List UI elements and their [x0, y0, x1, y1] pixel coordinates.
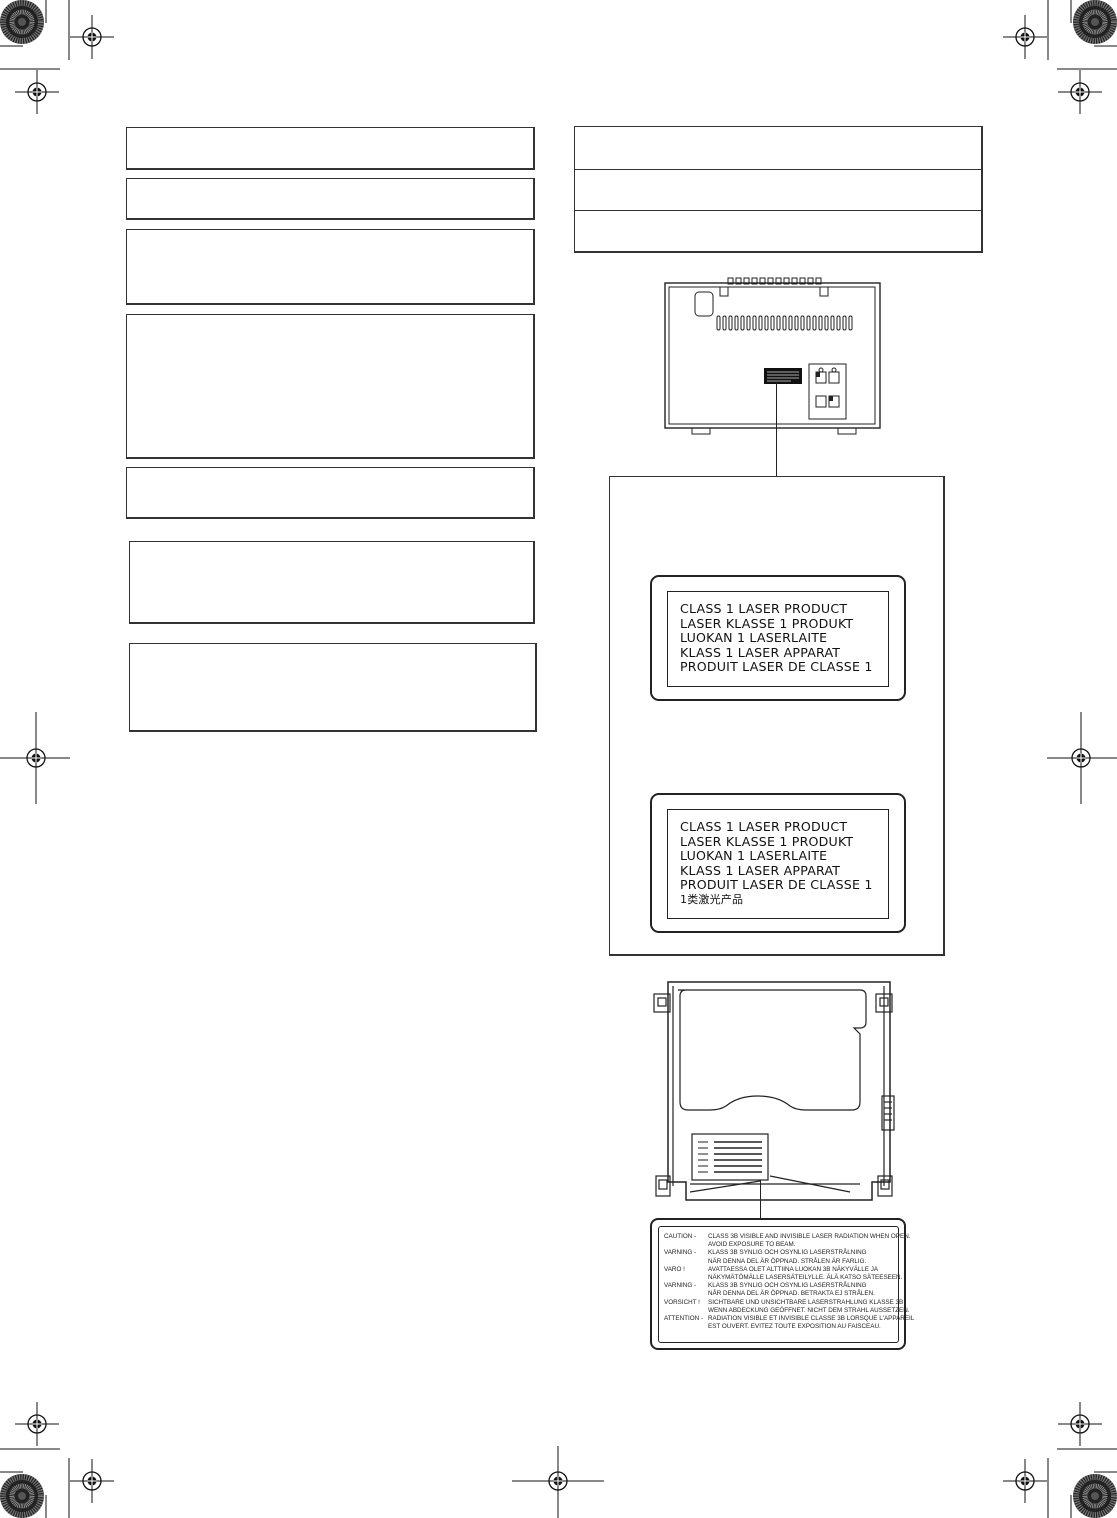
label-lower-line: CLASS 1 LASER PRODUCT	[680, 819, 848, 834]
caution-row: ATTENTION - RADIATION VISIBLE ET INVISIBL…	[664, 1315, 914, 1323]
caution-text: NÄR DENNA DEL ÄR ÖPPNAD. STRÅLEN ÄR FARL…	[708, 1257, 867, 1265]
registration-mark-bottom-left-b	[69, 1458, 115, 1504]
laser-label-callout-box: CLASS 1 LASER PRODUCT LASER KLASSE 1 PRO…	[609, 476, 945, 956]
laser-caution-label-text: CAUTION - CLASS 3B VISIBLE AND INVISIBLE …	[664, 1233, 914, 1331]
caution-row: VORSICHT ! SICHTBARE UND UNSICHTBARE LASE…	[664, 1299, 914, 1307]
color-wheel-mark-top-right	[1073, 0, 1117, 44]
label-upper-line: CLASS 1 LASER PRODUCT	[680, 601, 848, 616]
label-lower-line: LUOKAN 1 LASERLAITE	[680, 848, 828, 864]
caution-row: WENN ABDECKUNG GEÖFFNET. NICHT DEM STRAH…	[664, 1307, 914, 1315]
caution-word: VARO !	[664, 1265, 685, 1273]
caution-word	[664, 1258, 708, 1266]
right-table	[574, 126, 983, 253]
caution-text: NÄKYMÄTÖMÄLLE LASERSÄTEILYLLE. ÄLÄ KATSO…	[708, 1274, 903, 1282]
left-box-6	[129, 541, 535, 624]
registration-mark-bottom-left-a	[14, 1401, 60, 1447]
caution-text: WENN ABDECKUNG GEÖFFNET. NICHT DEM STRAH…	[708, 1306, 910, 1314]
caution-row: EST OUVERT. EVITEZ TOUTE EXPOSITION AU F…	[664, 1323, 914, 1331]
left-box-5	[126, 467, 535, 519]
left-box-2	[126, 178, 535, 220]
caution-word	[664, 1290, 708, 1298]
caution-row: NÄR DENNA DEL ÄR ÖPPNAD. STRÅLEN ÄR FARL…	[664, 1258, 914, 1266]
caution-text: EST OUVERT. EVITEZ TOUTE EXPOSITION AU F…	[708, 1323, 881, 1331]
registration-mark-bottom-right-b	[1002, 1458, 1048, 1504]
right-table-divider-1	[575, 169, 981, 170]
color-wheel-mark-bottom-left	[0, 1474, 44, 1518]
caution-word: VARNING -	[664, 1282, 697, 1290]
registration-mark-top-left-a	[69, 14, 115, 60]
caution-word	[664, 1323, 708, 1331]
laser-class-label-upper-text: CLASS 1 LASER PRODUCT LASER KLASSE 1 PRO…	[680, 601, 873, 675]
laser-class-label-upper: CLASS 1 LASER PRODUCT LASER KLASSE 1 PRO…	[650, 575, 906, 701]
registration-mark-bottom-center	[535, 1458, 581, 1504]
top-fins	[727, 277, 822, 285]
left-box-3	[126, 229, 535, 305]
caution-text: SICHTBARE UND UNSICHTBARE LASERSTRAHLUNG…	[708, 1298, 904, 1306]
label-upper-line: PRODUIT LASER DE CLASSE 1	[680, 659, 873, 675]
laser-class-label-lower: CLASS 1 LASER PRODUCT LASER KLASSE 1 PRO…	[650, 793, 906, 933]
laser-caution-label: CAUTION - CLASS 3B VISIBLE AND INVISIBLE …	[650, 1218, 914, 1350]
registration-mark-top-right-b	[1057, 69, 1103, 115]
caution-text: RADIATION VISIBLE ET INVISIBLE CLASSE 3B…	[708, 1315, 915, 1323]
registration-mark-middle-right	[1058, 735, 1104, 781]
caution-word	[664, 1241, 708, 1249]
label-lower-line: 1类激光产品	[680, 892, 744, 906]
caution-row: NÄKYMÄTÖMÄLLE LASERSÄTEILYLLE. ÄLÄ KATSO…	[664, 1274, 914, 1282]
label-lower-line: LASER KLASSE 1 PRODUKT	[680, 833, 854, 849]
caution-word: VORSICHT !	[664, 1298, 700, 1306]
color-wheel-mark-top-left	[0, 0, 44, 44]
caution-row: NÅR DENNA DEL ÄR ÖPPNAD. BETRAKTA EJ STR…	[664, 1290, 914, 1298]
caution-word	[664, 1307, 708, 1315]
registration-mark-middle-left	[13, 735, 59, 781]
laser-caution-label-frame	[658, 1226, 899, 1343]
label-lower-line: KLASS 1 LASER APPARAT	[680, 862, 841, 878]
label-upper-line: LASER KLASSE 1 PRODUKT	[680, 615, 854, 631]
label-upper-line: KLASS 1 LASER APPARAT	[680, 644, 841, 660]
left-box-4	[126, 314, 535, 459]
caution-row: VARO ! AVATTAESSA OLET ALTTIINA LUOKAN 3B…	[664, 1266, 914, 1274]
internal-label-leader-line	[760, 1180, 761, 1222]
color-wheel-mark-bottom-right	[1073, 1474, 1117, 1518]
caution-text: CLASS 3B VISIBLE AND INVISIBLE LASER RAD…	[708, 1233, 911, 1240]
caution-word: VARNING -	[664, 1249, 697, 1257]
laser-class-label-upper-frame: CLASS 1 LASER PRODUCT LASER KLASSE 1 PRO…	[667, 591, 889, 687]
laser-class-label-lower-text: CLASS 1 LASER PRODUCT LASER KLASSE 1 PRO…	[680, 819, 873, 908]
left-box-7	[129, 643, 537, 732]
caution-word: CAUTION -	[664, 1233, 697, 1240]
caution-row: VARNING - KLASS 3B SYNLIG OCH OSYNLIG LAS…	[664, 1282, 914, 1290]
caution-row: AVOID EXPOSURE TO BEAM.	[664, 1241, 914, 1249]
caution-text: NÅR DENNA DEL ÄR ÖPPNAD. BETRAKTA EJ STR…	[708, 1290, 875, 1298]
caution-text: KLASS 3B SYNLIG OCH OSYNLIG LASERSTRÅLNI…	[708, 1282, 867, 1290]
registration-mark-top-left-b	[14, 69, 60, 115]
registration-mark-bottom-right-a	[1057, 1401, 1103, 1447]
caution-word: ATTENTION -	[664, 1315, 704, 1323]
right-table-divider-2	[575, 210, 981, 211]
unit-rear-panel-illustration	[664, 277, 881, 435]
internal-mechanism-illustration	[653, 981, 895, 1201]
caution-text: AVATTAESSA OLET ALTTIINA LUOKAN 3B NÄKYV…	[708, 1265, 879, 1273]
caution-row: CAUTION - CLASS 3B VISIBLE AND INVISIBLE …	[664, 1233, 914, 1241]
caution-row: VARNING - KLASS 3B SYNLIG OCH OSYNLIG LAS…	[664, 1249, 914, 1257]
caution-text: KLASS 3B SYNLIG OCH OSYNLIG LASERSTRÅLNI…	[708, 1249, 867, 1257]
caution-word	[664, 1274, 708, 1282]
caution-text: AVOID EXPOSURE TO BEAM.	[708, 1241, 796, 1249]
laser-class-label-lower-frame: CLASS 1 LASER PRODUCT LASER KLASSE 1 PRO…	[667, 809, 889, 919]
label-upper-line: LUOKAN 1 LASERLAITE	[680, 630, 828, 646]
registration-mark-top-right-a	[1002, 14, 1048, 60]
rear-label-leader-line	[776, 383, 777, 477]
vent-slots	[716, 315, 853, 331]
label-lower-line: PRODUIT LASER DE CLASSE 1	[680, 877, 873, 893]
left-box-1	[126, 127, 535, 170]
